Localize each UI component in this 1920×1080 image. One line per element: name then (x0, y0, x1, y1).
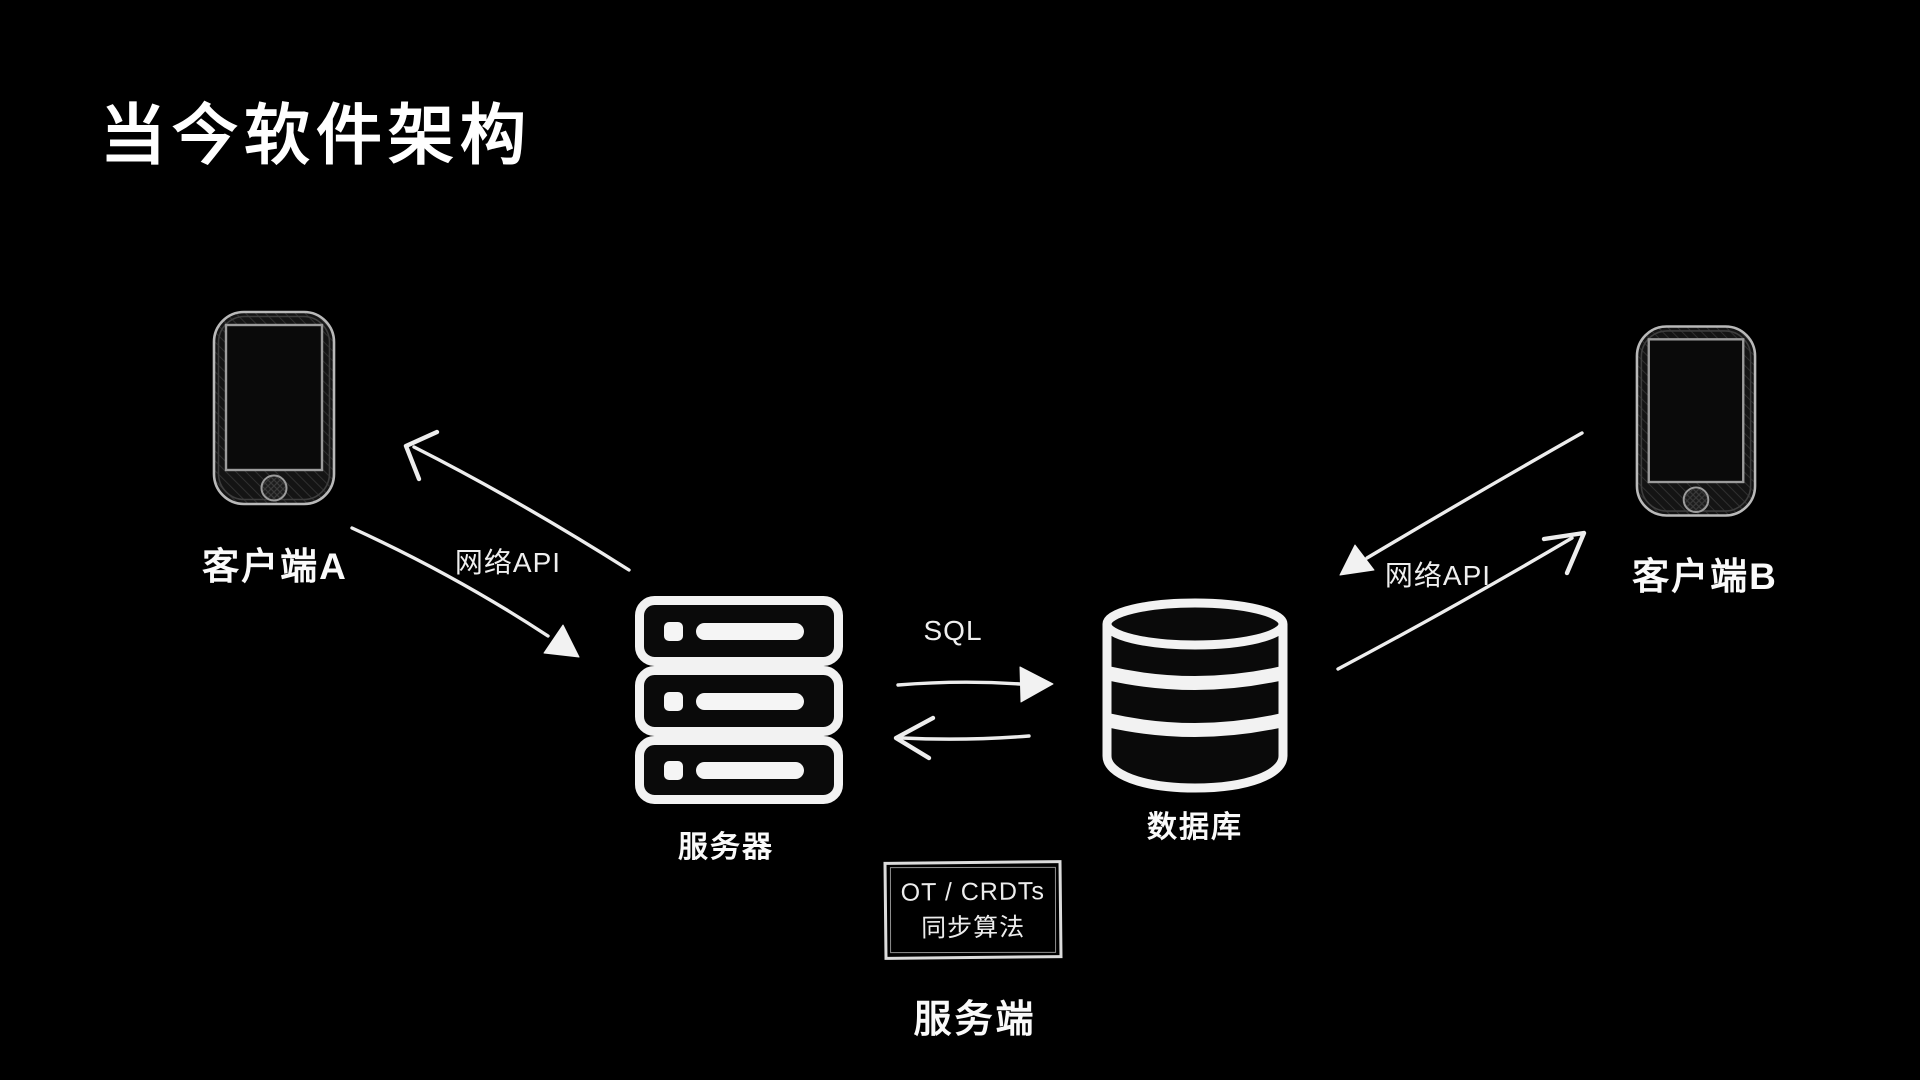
server-rack-icon (635, 596, 843, 804)
network-api-label-left: 网络API (454, 547, 562, 578)
arrow-database-to-server-icon (893, 715, 1031, 761)
slide-title: 当今软件架构 (100, 98, 532, 172)
sync-algorithm-line1: OT / CRDTs (900, 877, 1046, 907)
sync-algorithm-box: OT / CRDTs 同步算法 (883, 860, 1063, 960)
server-label: 服务器 (678, 831, 774, 864)
sql-label: SQL (923, 615, 983, 646)
network-api-label-right: 网络API (1384, 560, 1492, 591)
database-label: 数据库 (1147, 811, 1243, 844)
arrow-server-to-database-icon (896, 666, 1054, 703)
smartphone-icon-client-b (1635, 325, 1757, 517)
server-side-label: 服务端 (913, 999, 1037, 1041)
database-cylinder-icon (1102, 598, 1288, 793)
smartphone-icon-client-a (212, 310, 336, 506)
sync-algorithm-line2: 同步算法 (921, 913, 1026, 943)
client-b-label: 客户端B (1632, 556, 1778, 597)
client-a-label: 客户端A (202, 546, 348, 587)
